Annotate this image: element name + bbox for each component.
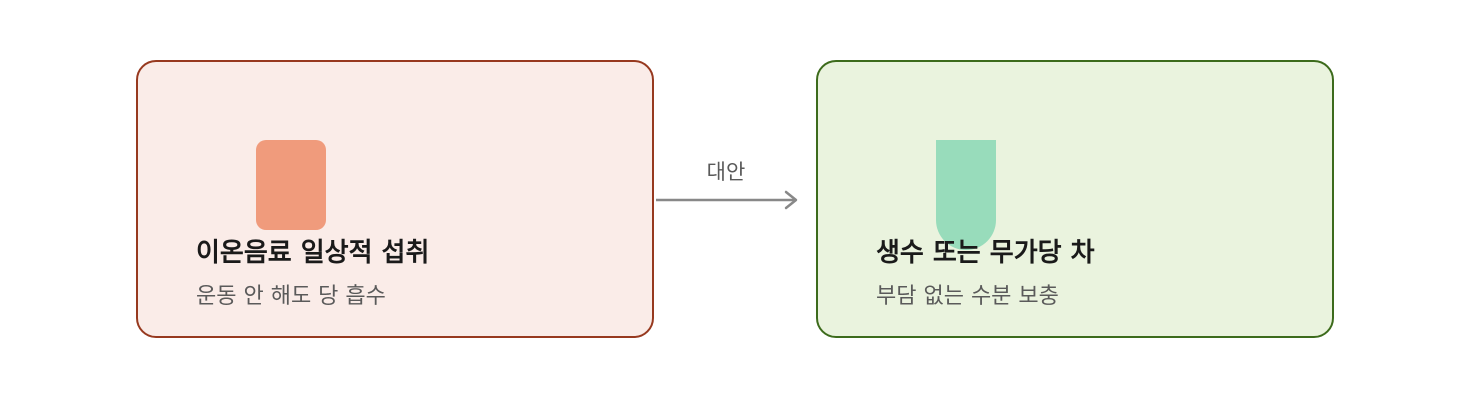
water-cup-icon: [936, 140, 996, 250]
node-title: 생수 또는 무가당 차: [876, 238, 1095, 268]
node-water-tea: 생수 또는 무가당 차 부담 없는 수분 보충: [816, 60, 1334, 338]
node-ion-drink: 이온음료 일상적 섭취 운동 안 해도 당 흡수: [136, 60, 654, 338]
node-subtitle: 부담 없는 수분 보충: [876, 284, 1059, 309]
arrow-head-icon: [784, 190, 798, 210]
arrow-connector: [656, 190, 798, 210]
edge-label: 대안: [706, 160, 746, 184]
drink-bottle-icon: [256, 140, 326, 230]
node-subtitle: 운동 안 해도 당 흡수: [196, 284, 386, 309]
node-title: 이온음료 일상적 섭취: [196, 238, 430, 268]
